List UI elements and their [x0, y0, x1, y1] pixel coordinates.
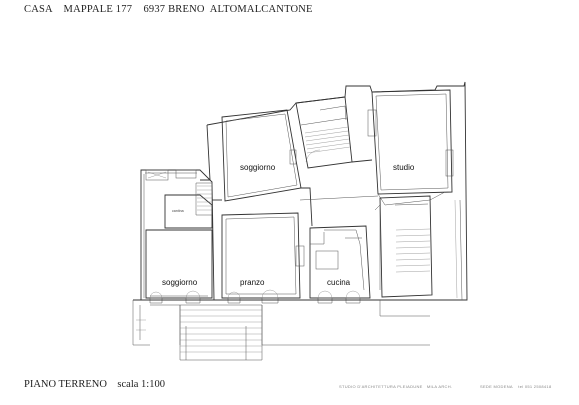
room-soggiorno-lower	[145, 229, 213, 299]
right-exterior	[454, 199, 463, 301]
outer-walls	[140, 81, 468, 301]
stair-area	[295, 96, 353, 169]
office-credit: SEDE MODENA tel 051 2508418	[480, 384, 552, 389]
room-label-pranzo: pranzo	[240, 278, 265, 287]
room-label-studio: studio	[393, 163, 415, 172]
room-cantina: cantina	[164, 182, 213, 229]
front-stair	[179, 304, 263, 361]
terrace	[132, 299, 430, 346]
room-label-soggiorno-lower: soggiorno	[162, 278, 198, 287]
room-pranzo	[221, 212, 305, 299]
room-cucina	[309, 225, 371, 299]
room-studio	[367, 89, 454, 206]
room-soggiorno-upper	[221, 109, 302, 202]
drawing-title: CASA MAPPALE 177 6937 BRENO ALTOMALCANTO…	[24, 4, 313, 15]
bottom-windows	[149, 289, 361, 304]
room-label-soggiorno-upper: soggiorno	[240, 163, 276, 172]
room-label-cucina: cucina	[327, 278, 351, 287]
upper-left-windows	[145, 169, 197, 181]
plan-scale-label: PIANO TERRENO scala 1:100	[24, 379, 165, 390]
room-label-cantina: cantina	[172, 209, 184, 213]
right-corridor	[374, 195, 433, 298]
studio-credit: STUDIO D'ARCHITETTURA PLEIADUNE MILA ARC…	[339, 384, 453, 389]
inner-walls	[212, 159, 379, 227]
